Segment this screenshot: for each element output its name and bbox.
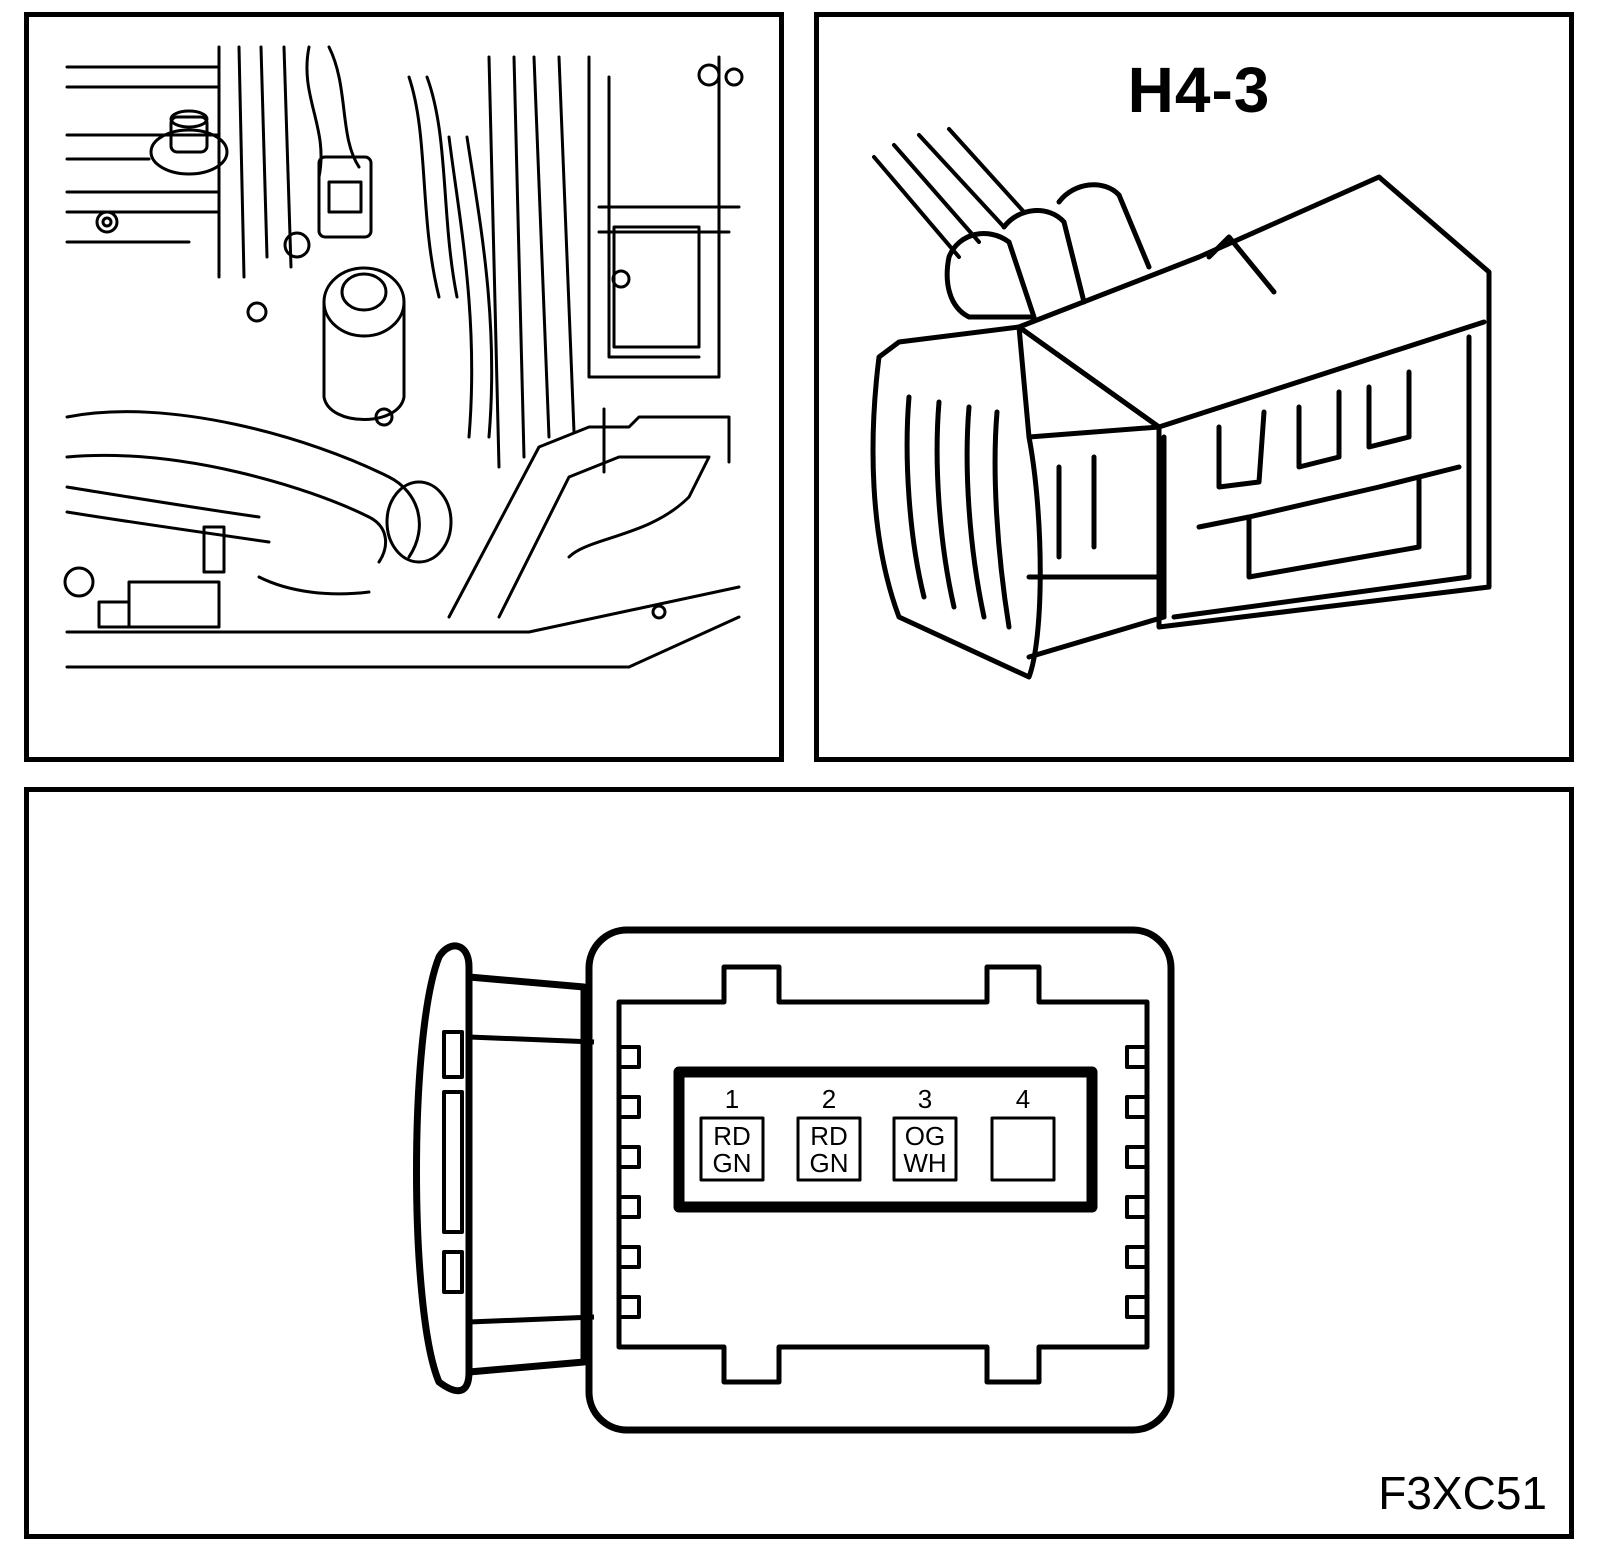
pin-1-color-1: RD (713, 1121, 751, 1151)
connector-illustration (870, 127, 1492, 680)
pin-2-color-2: GN (810, 1148, 849, 1178)
connector-3d-view-panel: H4-3 (814, 12, 1574, 762)
pin-1-number: 1 (725, 1084, 739, 1114)
pin-4-number: 4 (1016, 1084, 1030, 1114)
pin-1-cavity (699, 1116, 765, 1182)
pin-3-number: 3 (918, 1084, 932, 1114)
pin-4-cavity (990, 1116, 1056, 1182)
engine-bay-illustration (63, 45, 744, 669)
connector-face-view-panel: 1 RD GN 2 RD GN 3 OG WH 4 F3XC51 (24, 787, 1574, 1539)
pin-3-color-2: WH (903, 1148, 946, 1178)
pin-1-color-2: GN (713, 1148, 752, 1178)
pin-3-color-1: OG (905, 1121, 945, 1151)
pin-3-cavity (892, 1116, 958, 1182)
engine-bay-view-panel (24, 12, 784, 762)
connector-face-diagram: 1 RD GN 2 RD GN 3 OG WH 4 (413, 926, 1175, 1434)
connector-id-title: H4-3 (1127, 54, 1271, 126)
pin-2-color-1: RD (810, 1121, 848, 1151)
pin-2-number: 2 (822, 1084, 836, 1114)
figure-code: F3XC51 (1378, 1467, 1547, 1519)
pin-2-cavity (796, 1116, 862, 1182)
